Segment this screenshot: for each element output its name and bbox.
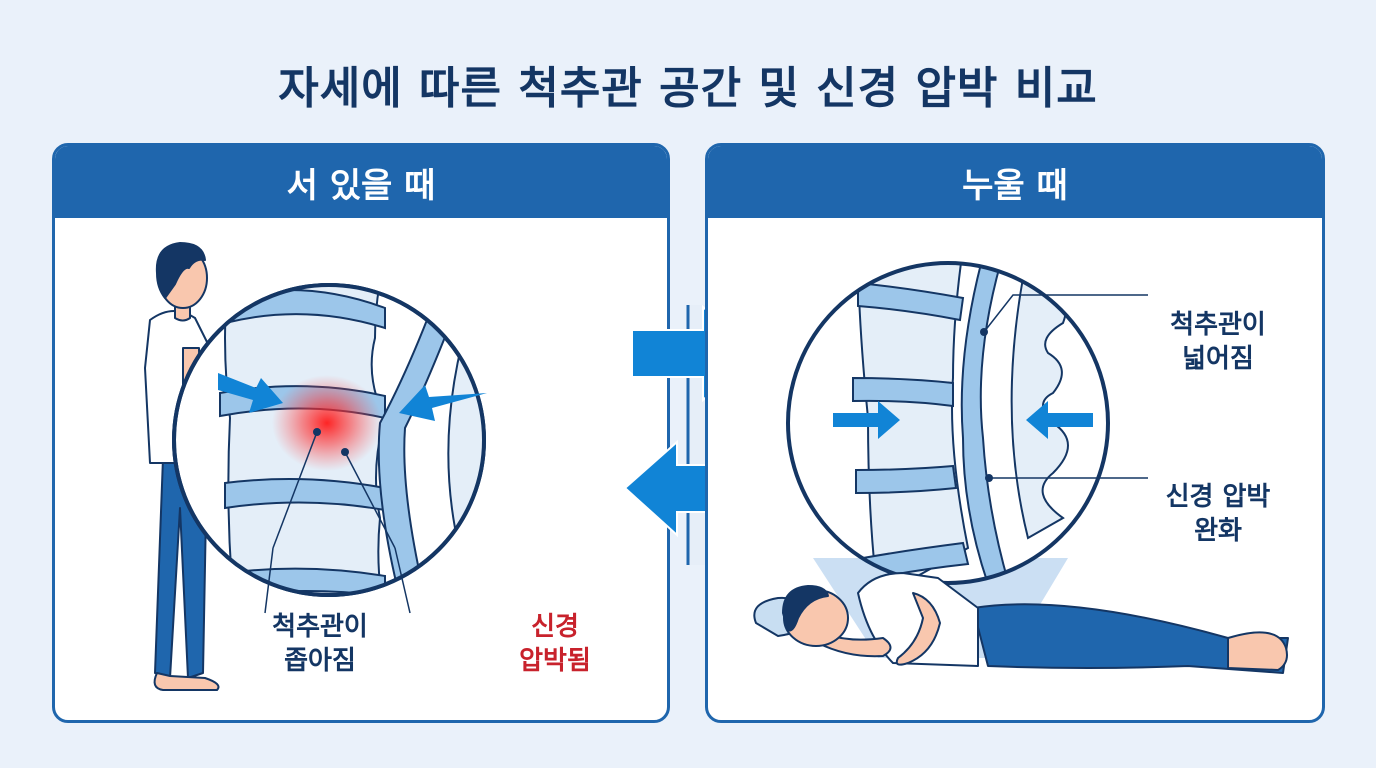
standing-panel-header: 서 있을 때 [55, 146, 667, 218]
nerve-compressed-label: 신경 압박됨 [519, 612, 591, 676]
nerve-relief-label: 신경 압박 완화 [1165, 482, 1271, 546]
lying-panel: 누울 때 [705, 143, 1325, 723]
lying-person-icon [753, 572, 1289, 674]
canal-widened-label: 척추관이 넓어짐 [1170, 310, 1266, 374]
standing-scene: 척추관이 좁아짐 신경 압박됨 [55, 218, 667, 720]
arrow-in-left-icon [1026, 401, 1093, 439]
red-pain-glow-icon [272, 375, 382, 471]
lying-illustration [753, 261, 1289, 674]
standing-illustration [144, 242, 487, 691]
canal-narrowed-label: 척추관이 좁아짐 [272, 612, 368, 676]
arrow-in-right-icon [833, 401, 900, 439]
compression-arrow-left-icon [399, 385, 487, 421]
compression-arrow-right-icon [218, 373, 283, 413]
standing-panel: 서 있을 때 [52, 143, 670, 723]
lying-scene: 척추관이 넓어짐 신경 압박 완화 [708, 218, 1322, 720]
page-title: 자세에 따른 척추관 공간 및 신경 압박 비교 [278, 63, 1098, 114]
standing-person-icon [144, 242, 220, 691]
lying-panel-header: 누울 때 [708, 146, 1322, 218]
